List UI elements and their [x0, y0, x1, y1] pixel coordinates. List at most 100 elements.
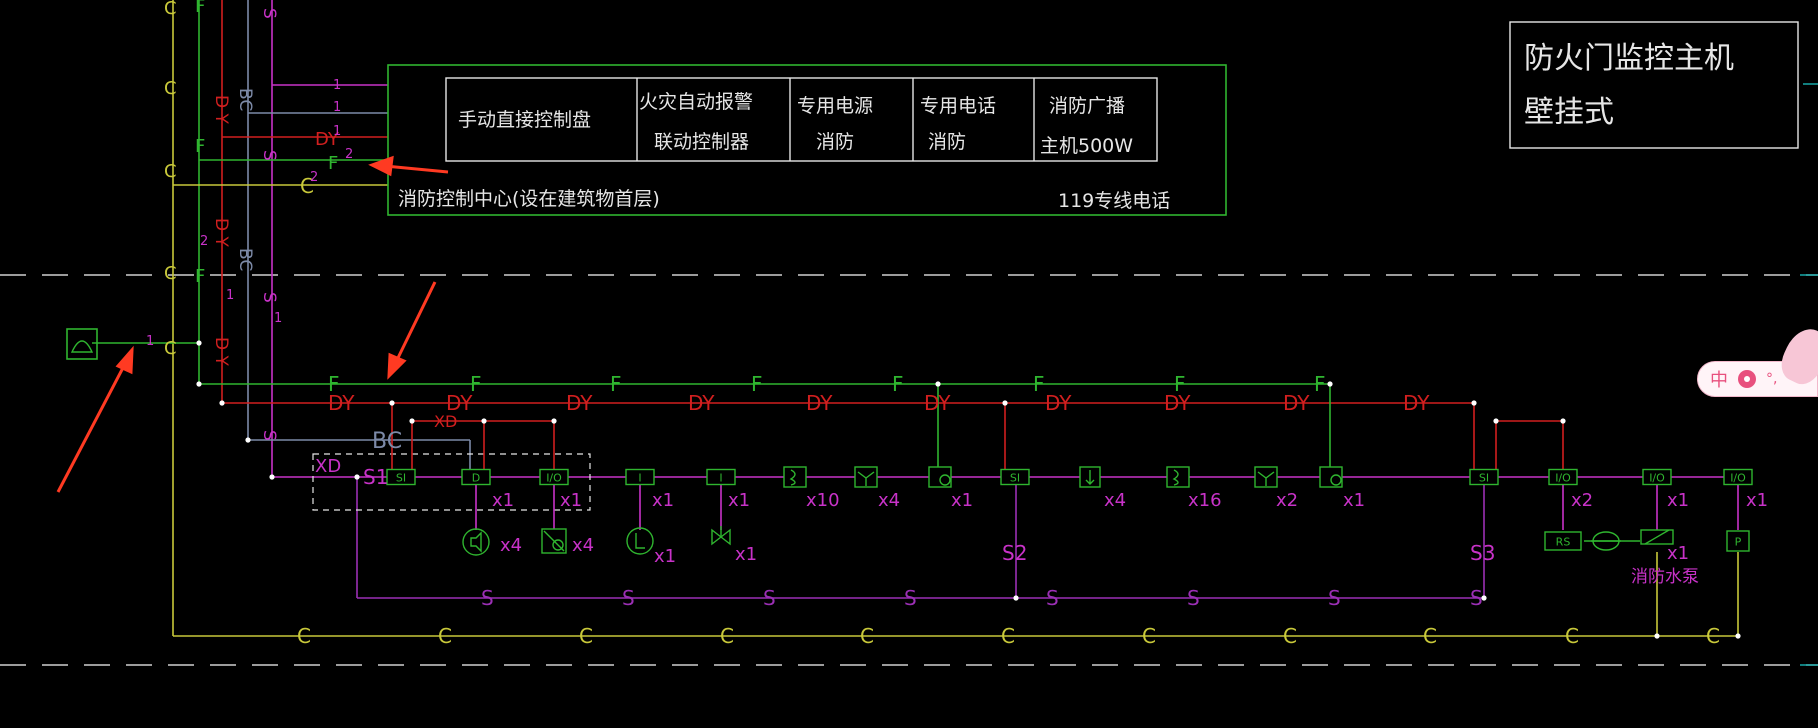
svg-text:I/O: I/O	[1730, 472, 1746, 485]
bus-label-s: S	[1470, 586, 1483, 610]
feeder-label-num: 1	[333, 78, 341, 93]
table-cell-4-line1: 专用电话	[920, 95, 996, 117]
bus-label-dy: DY	[806, 391, 833, 415]
device-count: x4	[572, 535, 594, 556]
table-cell-5-line1: 消防广播	[1049, 95, 1125, 117]
flower-icon[interactable]	[1738, 370, 1756, 388]
bus-label-dy: DY	[1045, 391, 1072, 415]
pump-label: 消防水泵	[1631, 567, 1699, 587]
bus-label-bc-vertical: BC	[235, 248, 255, 271]
io-module: I/O	[539, 468, 569, 486]
combo-detector-icon	[1319, 466, 1343, 488]
device-count: x1	[735, 544, 757, 565]
heat-detector-icon	[854, 466, 878, 488]
heat-detector-icon	[1254, 466, 1278, 488]
device-count: x4	[1104, 490, 1126, 511]
svg-text:SI: SI	[396, 472, 406, 485]
bus-label-c-vertical: C	[164, 161, 177, 182]
device-count: x1	[1343, 490, 1365, 511]
combo-detector-icon	[928, 466, 952, 488]
bus-label-dy: DY	[1403, 391, 1430, 415]
table-cell-2-line1: 火灾自动报警	[639, 91, 753, 113]
junction-dot	[269, 474, 275, 480]
smoke-detector-icon	[1166, 466, 1190, 488]
svg-text:SI: SI	[1479, 472, 1489, 485]
bus-label-dy: DY	[1164, 391, 1191, 415]
junction-dot	[1471, 400, 1477, 406]
loop-label-bc: BC	[372, 429, 402, 454]
feeder-label-num: 1	[333, 100, 341, 115]
bus-label-s: S	[904, 586, 917, 610]
device-count: x1	[654, 546, 676, 567]
bus-label-s-vertical: S	[259, 430, 279, 441]
bus-label-s: S	[1328, 586, 1341, 610]
phone-119-label: 119专线电话	[1058, 190, 1170, 212]
speaker-icon	[462, 528, 490, 556]
bus-label-s: S	[481, 586, 494, 610]
ime-punct-toggle[interactable]: °,	[1766, 371, 1778, 387]
dashed-guides	[0, 274, 1818, 666]
device-count: x10	[806, 490, 840, 511]
bus-label-c: C	[1565, 624, 1579, 648]
svg-text:D: D	[472, 472, 480, 485]
device-count: x1	[728, 490, 750, 511]
bus-label-f-vertical: F	[195, 136, 205, 157]
feeder-label-num: 1	[226, 288, 234, 303]
bus-label-f: F	[328, 372, 340, 396]
feeder-label-f: F	[328, 153, 338, 174]
si-module-3: SI	[1469, 468, 1499, 486]
bus-label-c-vertical: C	[164, 338, 177, 359]
junction-dot	[409, 418, 415, 424]
bus-label-dy: DY	[1283, 391, 1310, 415]
junction-dot	[219, 400, 225, 406]
bus-label-c: C	[1142, 624, 1156, 648]
junction-dot	[1560, 418, 1566, 424]
svg-text:I/O: I/O	[1555, 472, 1571, 485]
svg-text:P: P	[1735, 536, 1742, 549]
smoke-detector-icon	[783, 466, 807, 488]
feeder-label-num: 2	[310, 170, 318, 185]
device-count: x16	[1188, 490, 1222, 511]
table-cell-4-line2: 消防	[928, 131, 966, 153]
annotation-arrows	[56, 155, 449, 493]
table-cell-3-line2: 消防	[816, 131, 854, 153]
bell-icon	[70, 340, 94, 353]
bus-label-f: F	[1314, 372, 1326, 396]
rs-module: RS	[1544, 531, 1582, 551]
bus-label-s-vertical: S	[259, 150, 279, 161]
junction-dot	[1002, 400, 1008, 406]
junction-dot	[1654, 633, 1660, 639]
device-count: x1	[492, 490, 514, 511]
device-count: x1	[652, 490, 674, 511]
junction-dot	[1493, 418, 1499, 424]
bus-label-s: S	[1187, 586, 1200, 610]
bus-label-dy-vertical: D Y	[211, 337, 231, 366]
bus-label-c: C	[720, 624, 734, 648]
indicator-light-icon	[626, 527, 654, 555]
bus-label-c: C	[579, 624, 593, 648]
bus-label-bc-vertical: BC	[235, 88, 255, 111]
feeder-label-c: C	[300, 174, 314, 198]
d-module: D	[461, 468, 491, 486]
bus-label-f-vertical: F	[195, 266, 205, 287]
host-title: 防火门监控主机	[1524, 41, 1734, 76]
device-count: x2	[1571, 490, 1593, 511]
bus-label-c-vertical: C	[164, 263, 177, 284]
junction-dot	[196, 381, 202, 387]
host-box	[1509, 21, 1799, 149]
feeder-label-num: 2	[200, 234, 208, 249]
device-count: x4	[878, 490, 900, 511]
feeder-label-dy: DY	[315, 129, 340, 150]
bus-label-f: F	[751, 372, 763, 396]
device-count: x1	[560, 490, 582, 511]
junction-dot	[1327, 381, 1333, 387]
svg-text:I: I	[638, 472, 641, 485]
ime-toolbar[interactable]: 中 °,	[1697, 322, 1818, 397]
svg-text:SI: SI	[1010, 472, 1020, 485]
ime-lang-toggle[interactable]: 中	[1710, 370, 1728, 391]
bus-label-c: C	[1001, 624, 1015, 648]
bus-label-c: C	[297, 624, 311, 648]
valve-icon	[711, 528, 731, 546]
svg-text:RS: RS	[1556, 536, 1571, 549]
io-module: I/O	[1723, 468, 1753, 486]
